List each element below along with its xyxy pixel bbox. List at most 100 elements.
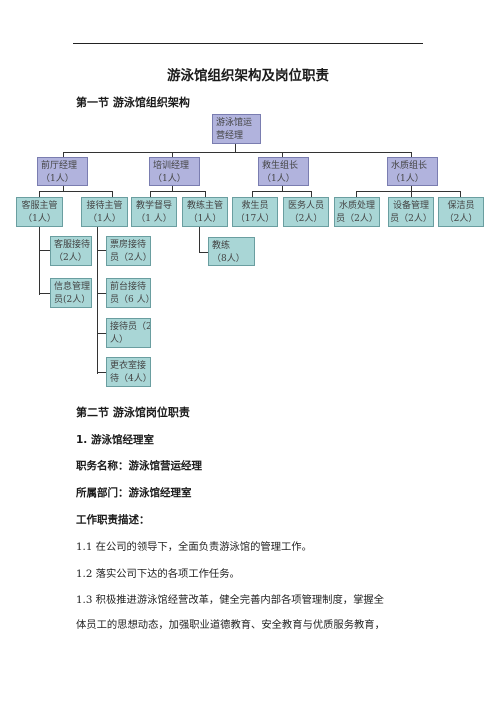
duty-paragraph: 1.2 落实公司下达的各项工作任务。 [76, 568, 240, 580]
connector [205, 191, 206, 197]
connector [97, 250, 106, 251]
duty-paragraph: 体员工的思想动态，加强职业道德教育、安全教育与优质服务教育， [76, 619, 385, 631]
org-node-staff: 医务人员 （2人） [283, 197, 329, 227]
org-node-staff: 客服主管 （1人） [16, 197, 63, 227]
org-node-label: 保洁员 [447, 201, 475, 211]
org-node-label: 待（4人） [110, 374, 151, 384]
connector [356, 191, 460, 192]
org-node-label: （17人） [235, 214, 275, 224]
org-node-label: 接待主管 [86, 201, 123, 211]
org-node-label: 员（6 人） [110, 295, 151, 305]
org-node-label: （1人） [23, 214, 56, 224]
org-node-staff: 教练主管 （1人） [182, 197, 228, 227]
org-node-manager: 救生组长 （1人） [258, 157, 309, 186]
connector [411, 186, 412, 191]
org-node-label: 救生员 [241, 201, 269, 211]
org-node-label: 设备管理 [392, 201, 429, 211]
org-node-label: （1 人） [136, 214, 172, 224]
org-node-sub: 教练 （8人） [208, 237, 255, 266]
connector [63, 186, 64, 191]
duty-paragraph: 1.3 积极推进游泳馆经营改革，健全完善内部各项管理制度，掌握全 [76, 594, 384, 606]
org-node-label: 前台接待 [110, 282, 147, 292]
org-node-label: 更衣室接 [110, 361, 147, 371]
org-node-label: 员（2人） [336, 214, 378, 224]
subsection-heading: 1. 游泳馆经理室 [76, 434, 154, 446]
org-node-label: 水质处理 [338, 201, 375, 211]
org-node-label: （1人） [391, 174, 424, 184]
org-node-label: 教练主管 [186, 201, 223, 211]
org-node-label: （1人） [41, 174, 74, 184]
connector [63, 152, 64, 157]
connector [150, 191, 151, 197]
org-node-staff: 救生员 （17人） [232, 197, 278, 227]
connector [112, 191, 113, 197]
org-node-label: 水质组长 [391, 161, 428, 171]
org-node-manager: 前厅经理 （1人） [37, 157, 88, 186]
connector [97, 372, 106, 373]
org-node-label: 游泳馆运 [216, 118, 253, 128]
connector [282, 152, 283, 157]
department: 所属部门：游泳馆经理室 [76, 487, 192, 499]
connector [39, 250, 50, 251]
connector [356, 191, 357, 197]
connector [282, 186, 283, 191]
org-node-staff: 教学督导 （1 人） [131, 197, 177, 227]
connector [97, 227, 98, 374]
org-node-sub: 票房接待 员（2人） [106, 236, 151, 266]
org-node-label: 接待员（2 [110, 322, 151, 332]
org-node-label: 员（2人） [390, 214, 432, 224]
org-node-label: 救生组长 [262, 161, 299, 171]
connector [252, 191, 253, 197]
section2-heading: 第二节 游泳馆岗位职责 [76, 406, 190, 419]
org-node-label: 票房接待 [110, 240, 147, 250]
job-name: 职务名称：游泳馆营运经理 [76, 460, 202, 472]
org-node-label: 客服接待 [54, 240, 91, 250]
org-node-label: （1人） [88, 214, 121, 224]
org-node-sub: 更衣室接 待（4人） [106, 357, 151, 387]
org-node-label: 员（2人） [110, 253, 151, 263]
org-node-sub: 信息管理 员(2人） [50, 278, 92, 308]
connector [39, 293, 50, 294]
connector [97, 333, 106, 334]
connector [172, 186, 173, 191]
org-node-label: （2人） [289, 214, 323, 224]
org-node-sub: 前台接待 员（6 人） [106, 278, 151, 308]
duties-heading: 工作职责描述： [76, 514, 150, 526]
org-node-label: 人） [110, 335, 129, 345]
connector [199, 252, 208, 253]
org-node-label: 培训经理 [153, 161, 190, 171]
connector [150, 191, 205, 192]
org-node-label: 客服主管 [21, 201, 58, 211]
connector [235, 144, 236, 152]
org-node-top: 游泳馆运 营经理 [212, 114, 261, 144]
connector [252, 191, 311, 192]
org-node-label: 教学督导 [135, 201, 172, 211]
org-node-sub: 接待员（2 人） [106, 318, 151, 348]
org-node-label: （2人） [54, 253, 87, 263]
org-node-staff: 水质处理 员（2人） [334, 197, 380, 227]
connector [411, 191, 412, 197]
connector [460, 191, 461, 197]
connector [39, 227, 40, 295]
org-node-label: 前厅经理 [41, 161, 78, 171]
org-node-label: 营经理 [216, 131, 244, 141]
connector [97, 293, 106, 294]
org-node-staff: 接待主管 （1人） [81, 197, 128, 227]
connector [63, 152, 411, 153]
org-node-manager: 水质组长 （1人） [387, 157, 438, 186]
connector [39, 191, 40, 197]
org-node-label: （1人） [188, 214, 222, 224]
org-node-label: （1人） [262, 174, 295, 184]
connector [311, 191, 312, 197]
org-node-staff: 设备管理 员（2人） [388, 197, 434, 227]
connector [199, 227, 200, 253]
connector [411, 152, 412, 157]
org-node-sub: 客服接待 （2人） [50, 236, 92, 266]
org-node-label: 教练 [212, 241, 231, 251]
header-rule [73, 43, 423, 44]
org-node-label: （1人） [153, 174, 186, 184]
org-node-staff: 保洁员 （2人） [438, 197, 484, 227]
document-title: 游泳馆组织架构及岗位职责 [167, 68, 329, 84]
org-node-label: 医务人员 [287, 201, 324, 211]
connector [39, 191, 112, 192]
